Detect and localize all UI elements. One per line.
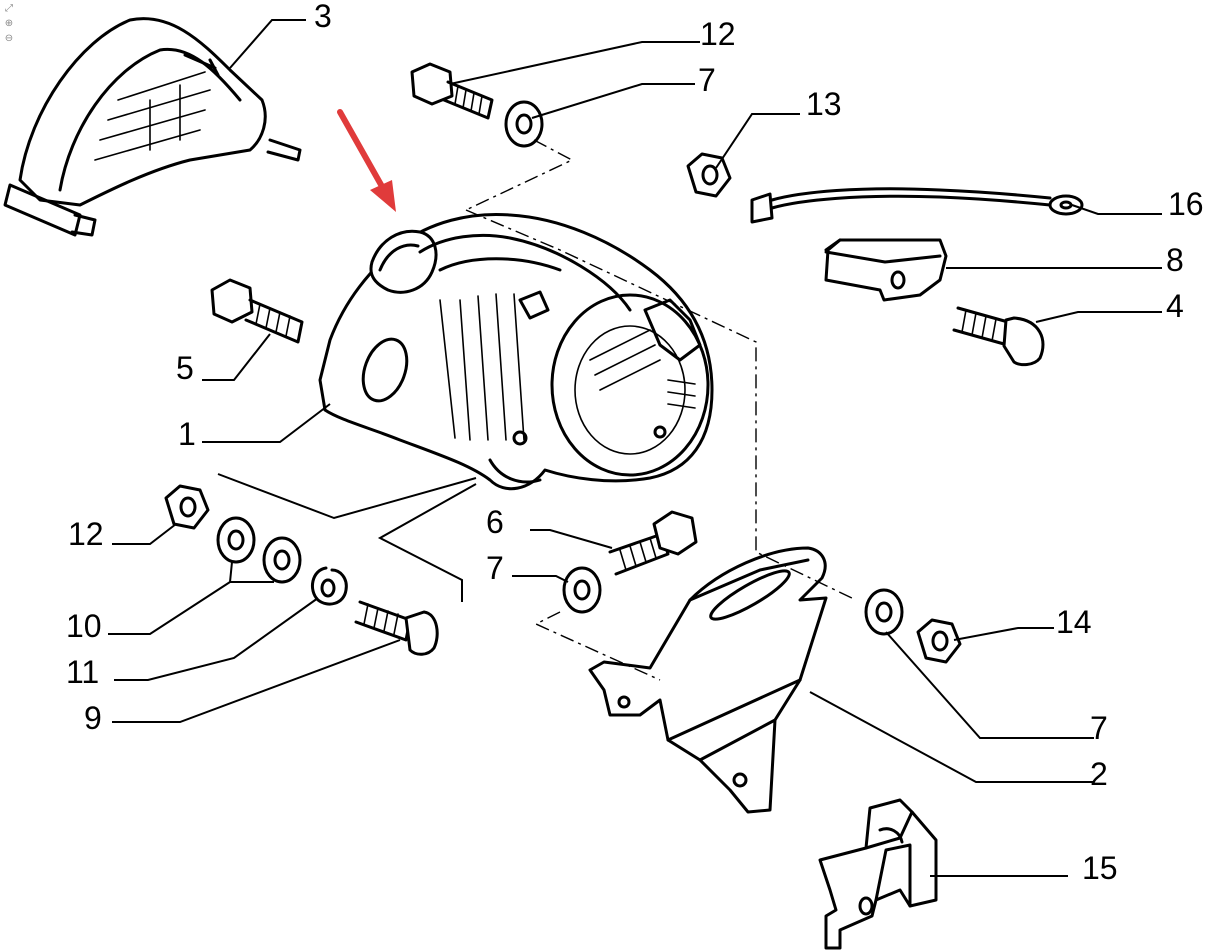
callout-11: 11 bbox=[66, 654, 100, 690]
zoom-in-icon[interactable]: ⊕ bbox=[4, 18, 14, 29]
callout-1: 1 bbox=[178, 416, 196, 452]
part-12-nut-lower bbox=[164, 484, 210, 530]
callout-7-middle: 7 bbox=[486, 550, 504, 586]
zoom-out-icon[interactable]: ⊖ bbox=[4, 33, 14, 44]
part-7-washer-middle bbox=[562, 566, 602, 614]
callout-4: 4 bbox=[1166, 288, 1184, 324]
part-7-washer-right bbox=[864, 588, 904, 636]
callout-16: 16 bbox=[1168, 186, 1204, 222]
callout-12-lower: 12 bbox=[68, 516, 104, 552]
part-6-bolt bbox=[608, 510, 698, 576]
callout-2: 2 bbox=[1090, 756, 1108, 792]
callout-3: 3 bbox=[314, 0, 332, 34]
part-16-ground-cable bbox=[750, 187, 1084, 224]
part-14-nut bbox=[916, 618, 962, 664]
part-7-washer-top bbox=[504, 100, 544, 148]
part-10-washers bbox=[216, 516, 302, 584]
assembly-lines bbox=[465, 139, 857, 681]
callout-7-top: 7 bbox=[698, 62, 716, 98]
part-5-bolt bbox=[210, 278, 304, 344]
part-3-pulley-guard bbox=[3, 17, 302, 237]
part-8-spacer bbox=[824, 238, 948, 302]
part-11-spring-washer bbox=[310, 566, 348, 606]
part-15-clip bbox=[818, 798, 938, 950]
callout-15: 15 bbox=[1082, 850, 1118, 886]
callout-8: 8 bbox=[1166, 242, 1184, 278]
part-9-bolt bbox=[354, 600, 439, 656]
callout-12-top: 12 bbox=[700, 16, 736, 52]
part-2-bracket bbox=[588, 546, 828, 814]
zoom-fit-icon[interactable]: ⤢ bbox=[5, 3, 13, 14]
part-12-bolt-top bbox=[410, 62, 494, 120]
callout-13: 13 bbox=[806, 86, 842, 122]
callout-5: 5 bbox=[176, 350, 194, 386]
leader-lines bbox=[108, 19, 1162, 877]
callout-9: 9 bbox=[84, 700, 102, 736]
callout-14: 14 bbox=[1056, 604, 1092, 640]
part-1-alternator bbox=[318, 213, 714, 491]
part-4-bolt bbox=[952, 306, 1045, 367]
callout-10: 10 bbox=[66, 608, 102, 644]
pointer-arrow bbox=[337, 109, 396, 212]
part-13-nut bbox=[686, 152, 732, 198]
callout-7-right: 7 bbox=[1090, 710, 1108, 746]
callout-6: 6 bbox=[486, 504, 504, 540]
